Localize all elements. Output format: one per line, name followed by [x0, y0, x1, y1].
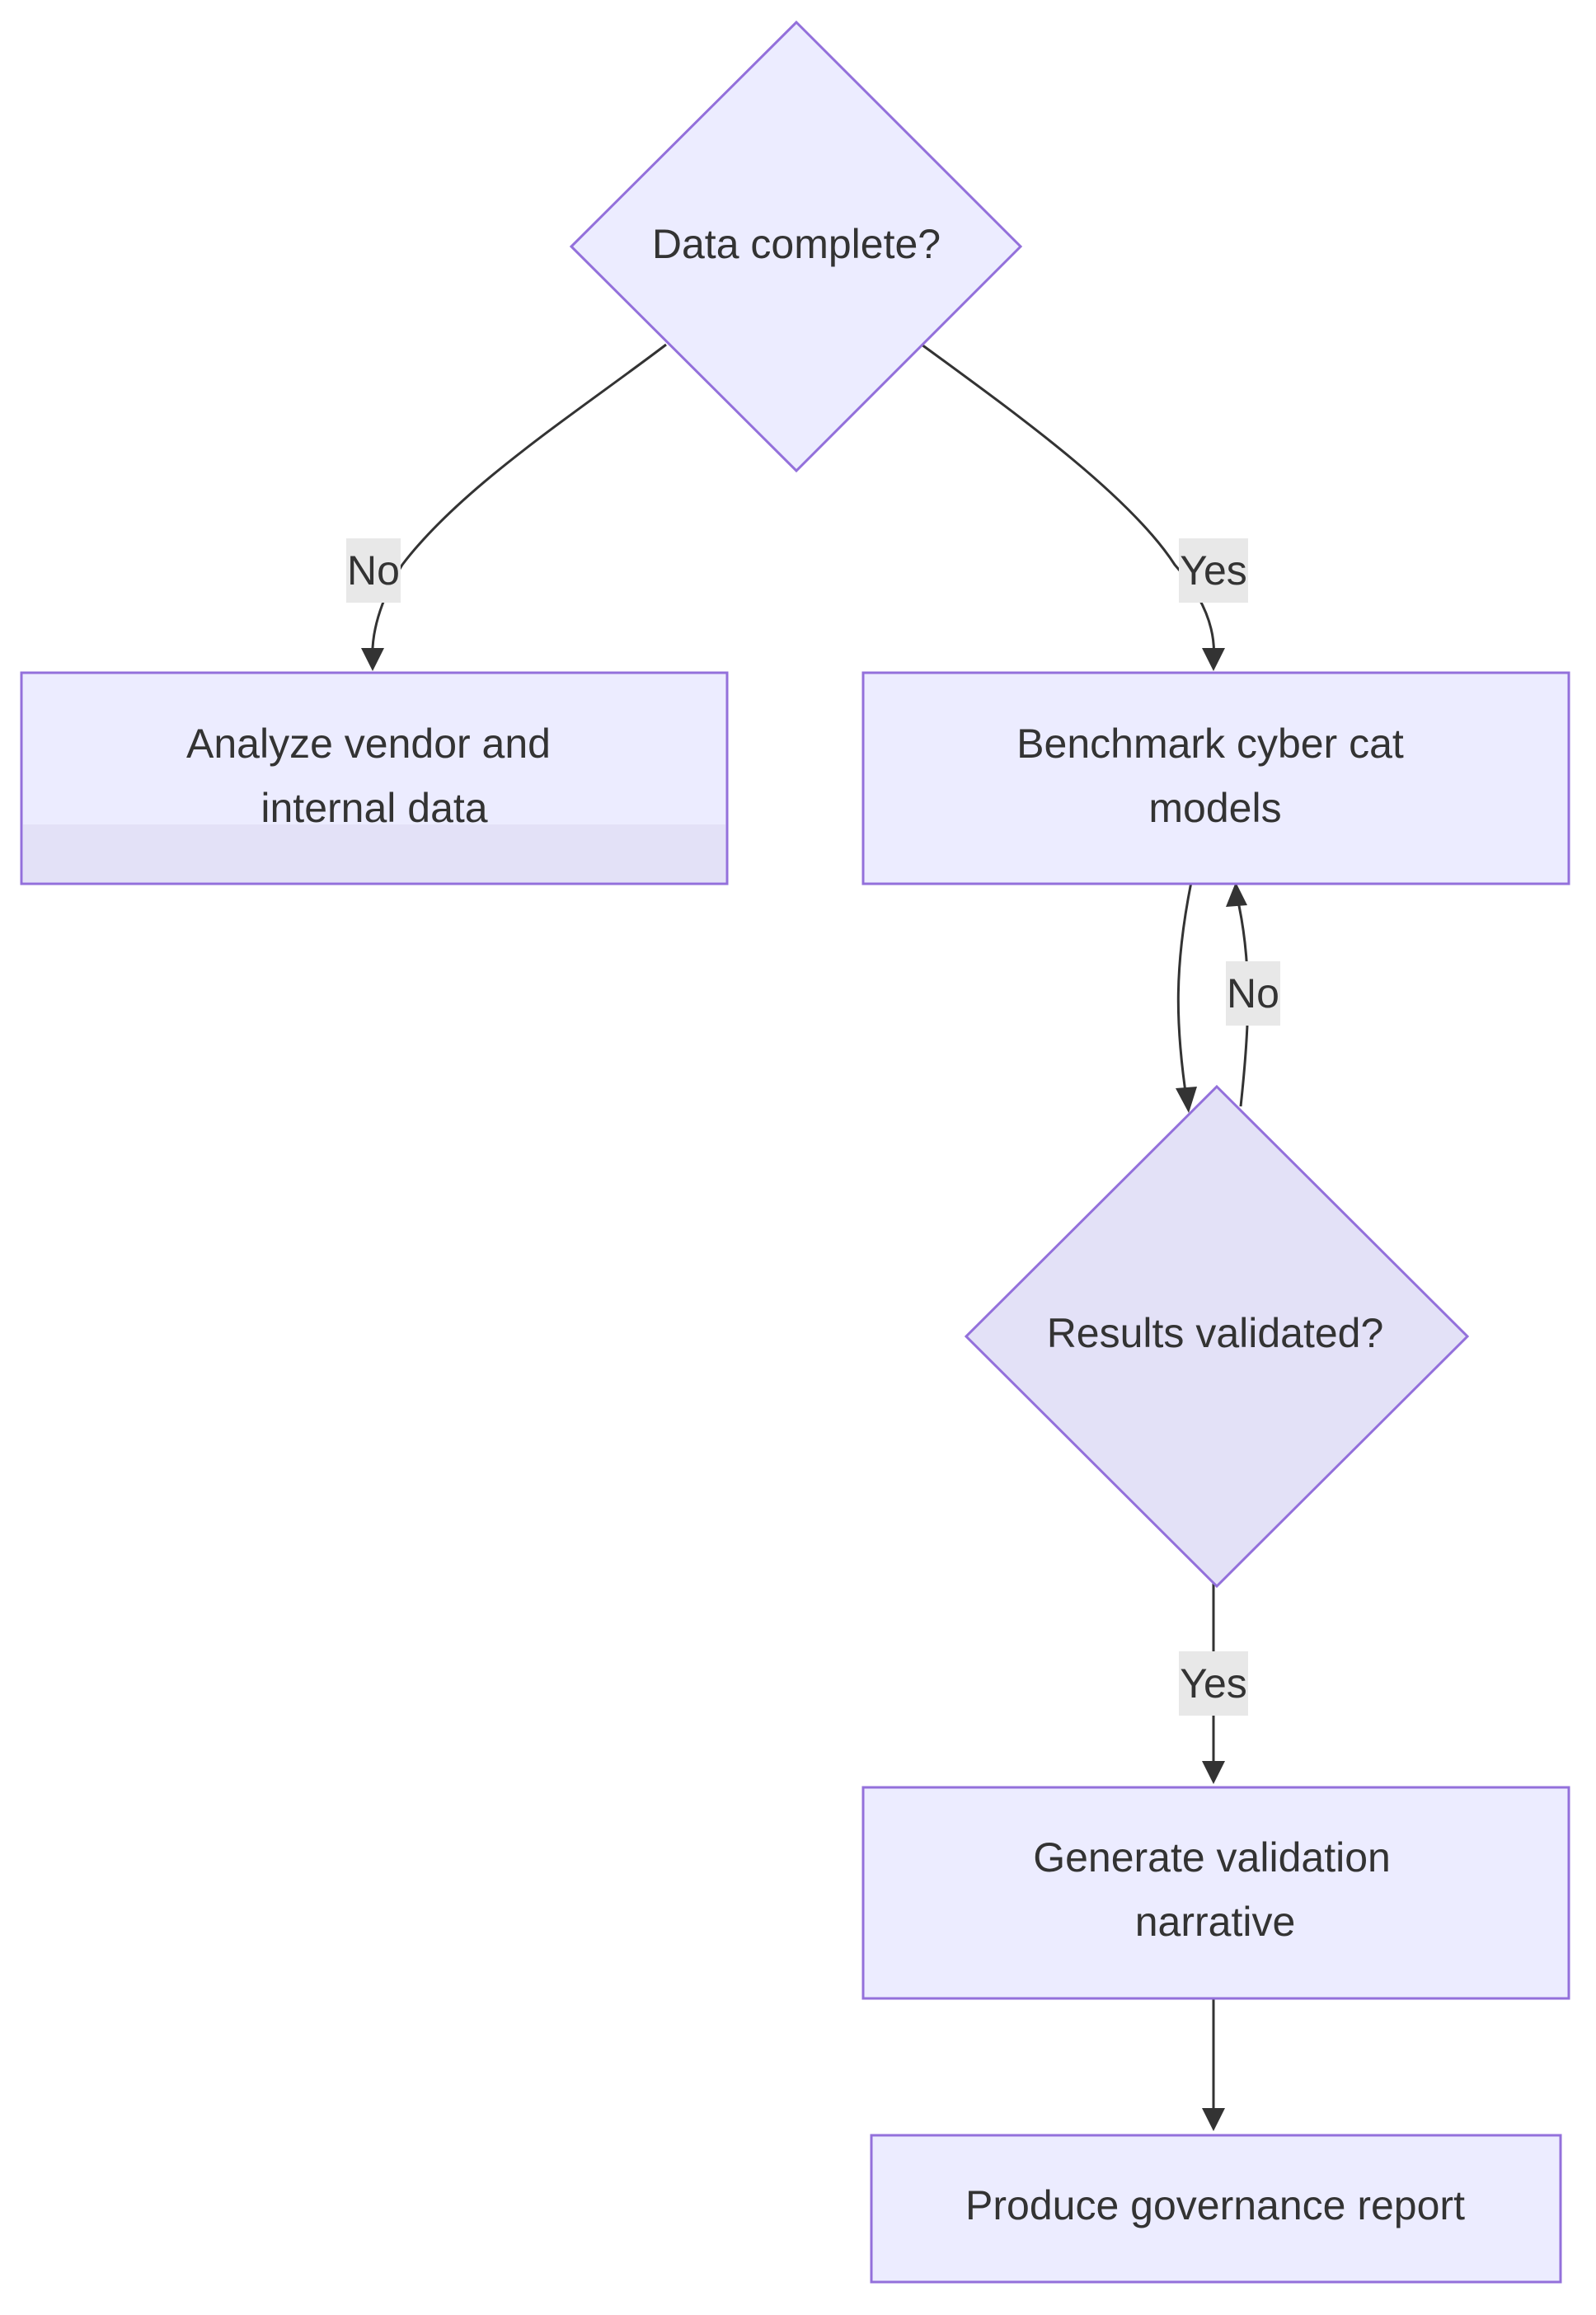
arrowhead-analyze — [361, 648, 384, 671]
process-generate: Generate validation narrative — [861, 1786, 1570, 2000]
edge-label-text: Yes — [1180, 547, 1247, 594]
edge-label-text: No — [1227, 970, 1279, 1017]
node-label-line-2: models — [1148, 785, 1281, 831]
arrowhead-benchmark — [1202, 648, 1225, 671]
node-label: Results validated? — [1047, 1310, 1384, 1356]
process-produce: Produce governance report — [870, 2134, 1562, 2284]
decision-data-complete: Data complete? — [569, 20, 1023, 473]
node-label: Data complete? — [652, 221, 941, 267]
node-label-line-2: narrative — [1135, 1899, 1296, 1945]
node-label-line-2: internal data — [261, 785, 487, 831]
decision-results-validated: Results validated? — [964, 1084, 1470, 1589]
edge-label-text: Yes — [1180, 1660, 1247, 1707]
edge-data-complete-to-analyze — [371, 343, 667, 662]
edge-label-results-no: No — [1226, 961, 1280, 1026]
edge-label-data-complete-yes: Yes — [1179, 538, 1248, 603]
node-label-line-1: Benchmark cyber cat — [1016, 721, 1404, 767]
edge-label-data-complete-no: No — [346, 538, 401, 603]
node-label: Produce governance report — [965, 2182, 1465, 2228]
arrowhead-generate — [1202, 1761, 1225, 1784]
arrowhead-results — [1176, 1087, 1197, 1113]
edge-label-results-yes: Yes — [1179, 1651, 1248, 1716]
process-analyze: Analyze vendor and internal data — [20, 671, 729, 885]
node-label-line-1: Generate validation — [1033, 1834, 1391, 1881]
edge-benchmark-to-results — [1176, 881, 1193, 1104]
node-label-line-1: Analyze vendor and — [186, 721, 551, 767]
arrowhead-benchmark-return — [1226, 882, 1247, 907]
edge-label-text: No — [347, 547, 400, 594]
process-benchmark: Benchmark cyber cat models — [861, 671, 1570, 885]
edge-data-complete-to-benchmark — [921, 343, 1215, 662]
arrowhead-produce — [1202, 2108, 1225, 2131]
edges — [361, 343, 1250, 2131]
